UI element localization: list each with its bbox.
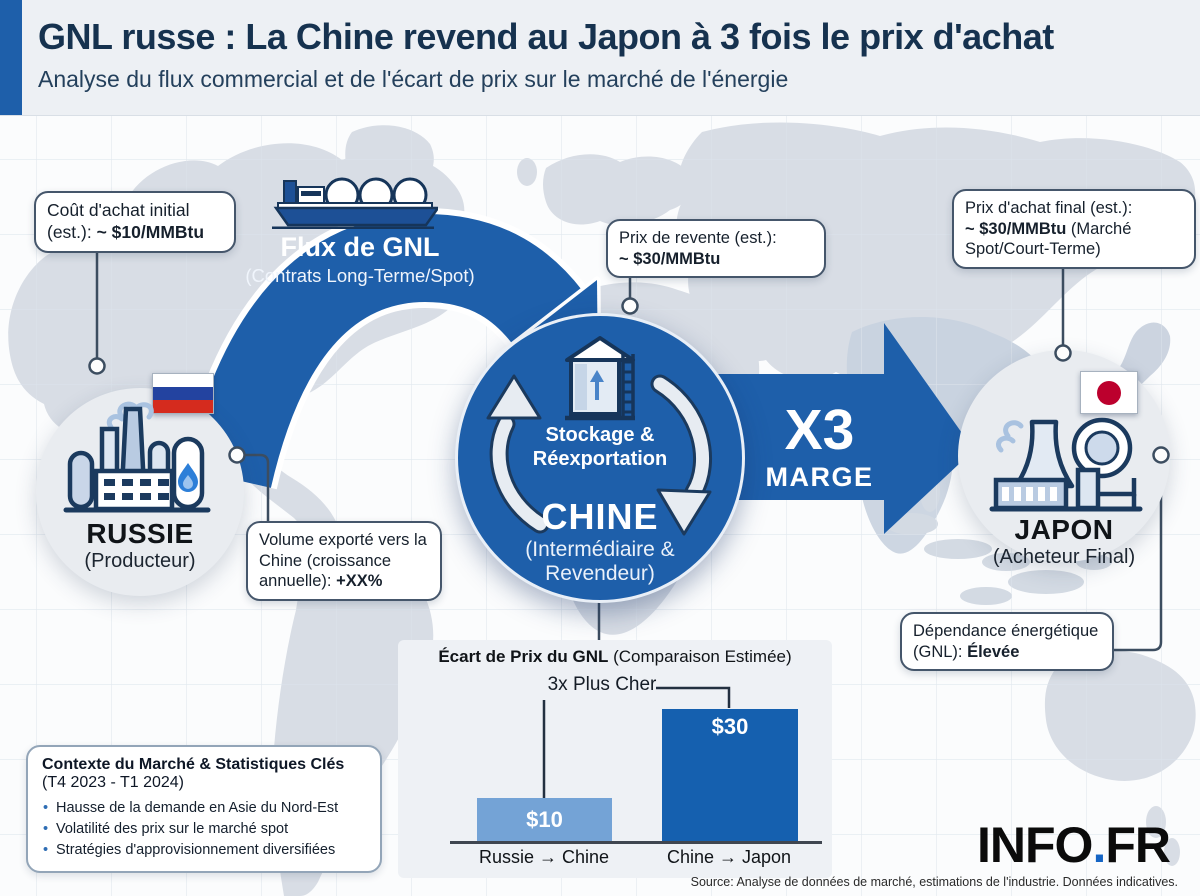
china-process-line2: Réexportation [532, 447, 668, 470]
cycle-arrow-right-icon [650, 374, 713, 536]
chart-baseline [450, 841, 822, 844]
factory-icon [63, 401, 211, 513]
china-role: (Intermédiaire & Revendeur) [525, 538, 675, 586]
japan-name: JAPON [1014, 514, 1114, 545]
flux-label: Flux de GNL (Contrats Long-Terme/Spot) [225, 232, 495, 287]
context-bullet: Stratégies d'approvisionnement diversifi… [42, 840, 366, 861]
japan-role: (Acheteur Final) [992, 546, 1136, 568]
china-label: CHINE (Intermédiaire & Revendeur) [505, 496, 695, 586]
margin-value: X3 [784, 398, 855, 462]
page-title: GNL russe : La Chine revend au Japon à 3… [38, 16, 1054, 57]
japan-label: JAPON (Acheteur Final) [964, 514, 1164, 569]
brand-logo: INFO.FR [977, 816, 1171, 874]
brand-dot: . [1092, 817, 1106, 873]
export-volume-value: +XX% [336, 572, 383, 591]
context-title: Contexte du Marché & Statistiques Clés [42, 756, 345, 773]
context-period: (T4 2023 - T1 2024) [42, 774, 185, 791]
callout-initial-cost: Coût d'achat initial (est.): ~ $10/MMBtu [34, 191, 236, 253]
dependency-value: Élevée [967, 642, 1020, 661]
callout-energy-dependency: Dépendance énergétique (GNL): Élevée [900, 612, 1114, 672]
callout-export-volume: Volume exporté vers la Chine (croissance… [246, 521, 442, 601]
final-price-suffix: (Marché Spot/Court-Terme) [965, 219, 1132, 259]
chart-annotation: 3x Plus Cher [547, 674, 657, 695]
callout-resale-price: Prix de revente (est.): ~ $30/MMBtu [606, 219, 826, 279]
chart-title-rest: (Comparaison Estimée) [608, 647, 792, 666]
bar-russia-china: $10 [477, 798, 612, 842]
power-plant-icon [989, 417, 1143, 512]
flux-subtitle: (Contrats Long-Terme/Spot) [245, 265, 475, 286]
russia-name: RUSSIE [86, 518, 194, 549]
callout-final-price: Prix d'achat final (est.): ~ $30/MMBtu (… [952, 189, 1196, 269]
brand-part2: FR [1105, 817, 1171, 873]
source-note: Source: Analyse de données de marché, es… [690, 875, 1178, 889]
russia-role: (Producteur) [84, 550, 196, 572]
resale-price-line1: Prix de revente (est.): [619, 229, 777, 247]
category-label-russia-china: Russie → Chine [478, 847, 610, 867]
export-volume-text: Volume exporté vers la Chine (croissance… [259, 531, 427, 591]
china-name: CHINE [541, 496, 659, 537]
russia-label: RUSSIE (Producteur) [40, 518, 240, 573]
initial-cost-value: ~ $10/MMBtu [96, 221, 205, 242]
chart-title: Écart de Prix du GNL (Comparaison Estimé… [398, 647, 832, 667]
context-bullet-list: Hausse de la demande en Asie du Nord-Est… [42, 798, 366, 861]
initial-cost-prefix: (est.): [47, 221, 97, 242]
bar-value-label: $10 [526, 807, 563, 832]
chart-annotation-bracket [542, 686, 731, 798]
page-subtitle: Analyse du flux commercial et de l'écart… [38, 66, 789, 92]
flux-title: Flux de GNL [280, 232, 440, 262]
context-bullet: Volatilité des prix sur le marché spot [42, 819, 366, 840]
header-accent-bar [0, 0, 22, 115]
lng-tanker-ship-icon [272, 177, 438, 229]
dependency-text: Dépendance énergétique (GNL): [913, 622, 1099, 661]
final-price-value: ~ $30/MMBtu [965, 219, 1067, 238]
china-process-label: Stockage & Réexportation [505, 424, 695, 471]
chart-title-bold: Écart de Prix du GNL [438, 647, 609, 666]
brand-part1: INFO [977, 817, 1093, 873]
header: GNL russe : La Chine revend au Japon à 3… [0, 0, 1200, 116]
margin-label: X3 MARGE [742, 402, 897, 493]
bar-china-japan: $30 [662, 709, 798, 842]
context-bullet: Hausse de la demande en Asie du Nord-Est [42, 798, 366, 819]
resale-price-value: ~ $30/MMBtu [619, 249, 721, 268]
margin-text: MARGE [765, 462, 874, 492]
initial-cost-line1: Coût d'achat initial [47, 200, 190, 220]
japan-flag-icon [1080, 371, 1138, 414]
price-gap-chart: Écart de Prix du GNL (Comparaison Estimé… [398, 640, 832, 878]
bar-value-label: $30 [711, 714, 749, 739]
china-process-line1: Stockage & [545, 424, 655, 446]
market-context-box: Contexte du Marché & Statistiques Clés (… [26, 745, 382, 874]
category-label-china-japan: Chine → Japon [666, 847, 792, 867]
final-price-line1: Prix d'achat final (est.): [965, 199, 1133, 217]
